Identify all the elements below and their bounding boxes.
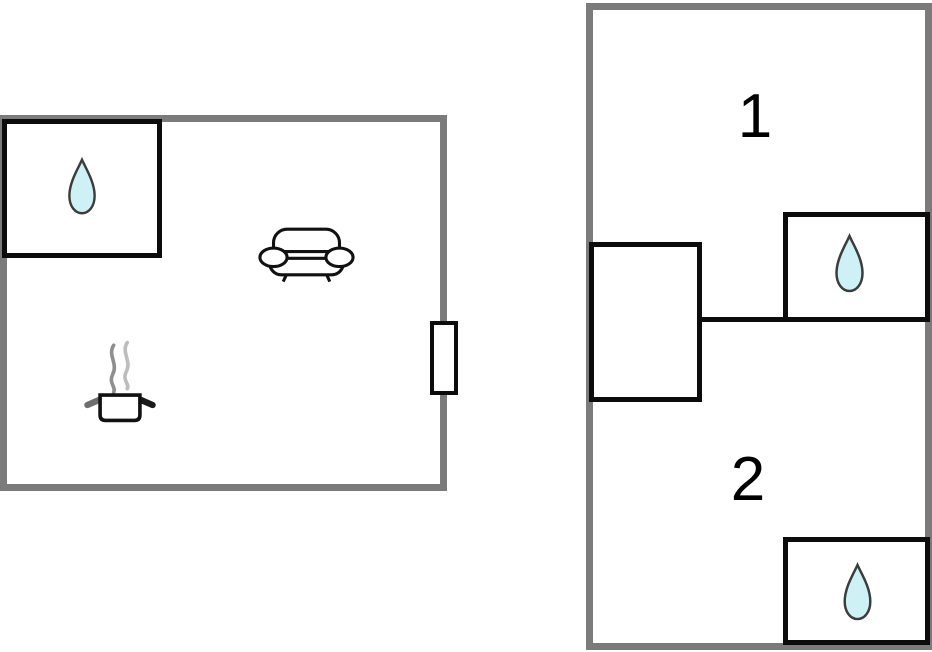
pot-right-handle [136, 396, 156, 409]
living-unit-bathroom [2, 119, 162, 258]
water-drop-icon [835, 233, 864, 293]
steam-line-left [109, 343, 117, 395]
sofa-left-armrest [258, 246, 289, 269]
room-label-2: 2 [730, 445, 766, 514]
room-label-1: 1 [737, 82, 773, 151]
water-drop-shape [843, 562, 872, 621]
steam-line-right [123, 340, 130, 391]
water-drop-icon [68, 156, 96, 215]
sofa-icon [258, 227, 355, 283]
window-marker [430, 321, 458, 395]
water-drop-shape [835, 233, 864, 293]
stove-pot-icon [84, 340, 156, 423]
pot-body [98, 393, 142, 423]
water-drop-shape [68, 156, 96, 215]
pot-left-handle [84, 396, 104, 409]
water-drop-icon [843, 562, 872, 621]
hall-room [589, 242, 702, 402]
living-unit-outer-walls [0, 115, 447, 491]
interior-wall-line [698, 317, 788, 322]
sofa-right-armrest [324, 246, 355, 269]
